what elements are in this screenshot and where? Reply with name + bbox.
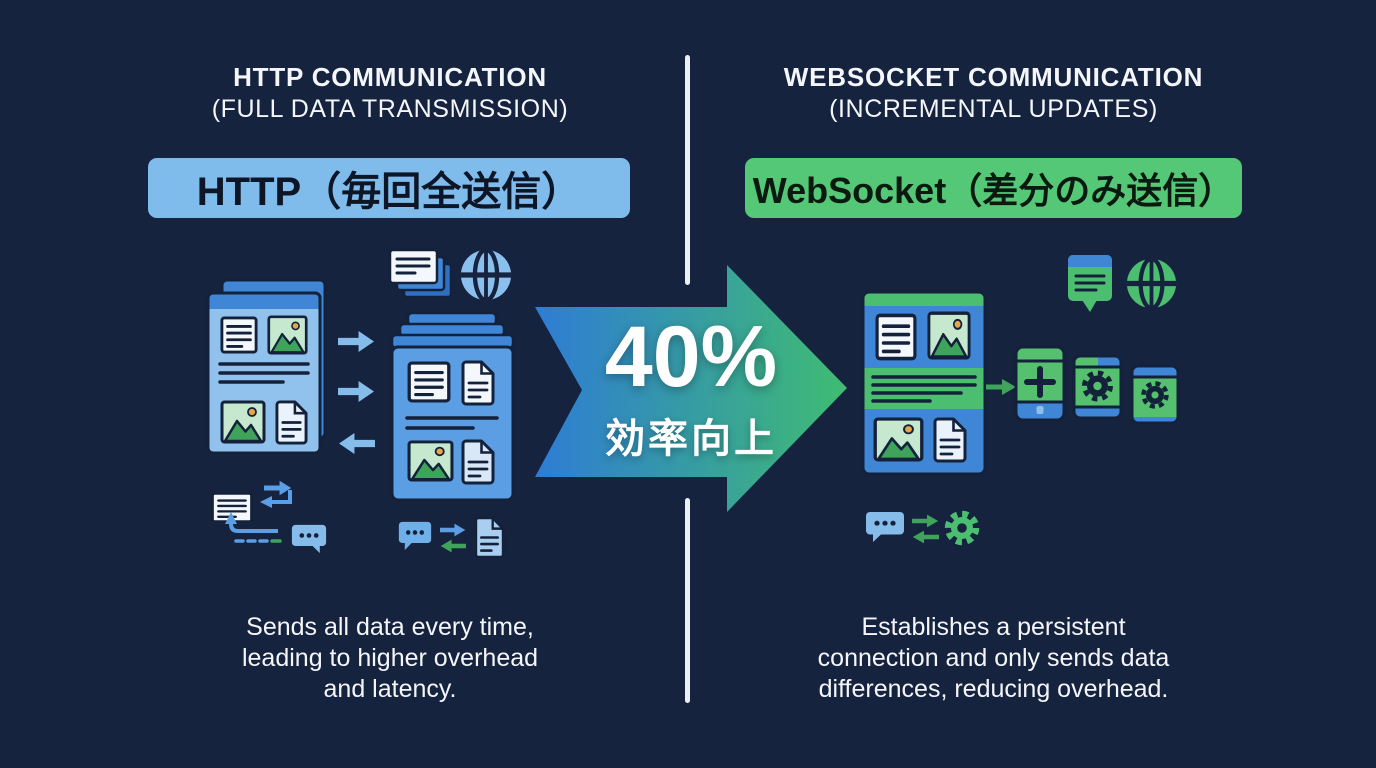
chat-page-icon — [1068, 255, 1112, 312]
right-arrow-icon — [912, 514, 939, 528]
gear-icon — [1082, 370, 1113, 402]
sync-icons-group — [866, 510, 980, 546]
efficiency-arrow — [535, 265, 847, 512]
left-heading-line1: HTTP COMMUNICATION — [233, 62, 547, 92]
websocket-banner-label: WebSocket（差分のみ送信） — [752, 170, 1235, 211]
webpage-card — [206, 278, 327, 455]
chat-bubble-icon — [398, 521, 432, 551]
left-heading-line2: (FULL DATA TRANSMISSION) — [211, 95, 569, 123]
left-caption-line3: and latency. — [323, 675, 457, 703]
left-panel-heading: HTTP COMMUNICATION (FULL DATA TRANSMISSI… — [150, 62, 630, 124]
left-caption: Sends all data every time, leading to hi… — [150, 612, 630, 705]
chat-bubble-icon — [291, 524, 327, 554]
right-heading-line2: (INCREMENTAL UPDATES) — [829, 95, 1158, 123]
exchange-icons-group-2 — [398, 516, 505, 559]
server-stack — [390, 311, 515, 502]
up-arrow-icon — [225, 512, 237, 524]
request-response-arrows — [338, 331, 375, 454]
update-arrow — [986, 379, 1016, 395]
stacked-documents-icon — [388, 248, 453, 299]
left-caption-line1: Sends all data every time, — [246, 613, 534, 641]
http-illustration — [206, 240, 515, 559]
websocket-illustration — [861, 255, 1180, 546]
divider-line-top — [685, 55, 690, 285]
websocket-banner: WebSocket（差分のみ送信） — [745, 158, 1242, 218]
right-arrow-icon — [264, 480, 292, 496]
globe-icon — [461, 250, 511, 300]
right-caption-line3: differences, reducing overhead. — [818, 675, 1169, 703]
right-caption-line2: connection and only sends data — [817, 644, 1170, 672]
http-banner-label: HTTP（毎回全送信） — [196, 170, 582, 214]
device-gear-icon-2 — [1130, 364, 1180, 425]
exchange-icons-group-1 — [210, 480, 327, 554]
left-arrow-icon — [260, 496, 272, 508]
right-arrow-icon — [440, 523, 466, 537]
right-caption-line1: Establishes a persistent — [861, 613, 1126, 641]
chat-bubble-icon — [866, 511, 904, 543]
left-arrow-icon — [440, 539, 466, 553]
gear-icon — [944, 510, 980, 546]
webpage-card — [861, 290, 987, 476]
gear-icon — [1141, 381, 1169, 409]
divider-line-bottom — [685, 498, 690, 703]
device-plus-icon — [1014, 345, 1066, 422]
right-caption: Establishes a persistent connection and … — [745, 612, 1242, 705]
device-gear-icon-1 — [1072, 354, 1123, 420]
right-panel-heading: WEBSOCKET COMMUNICATION (INCREMENTAL UPD… — [745, 62, 1242, 124]
document-icon — [474, 516, 505, 559]
left-caption-line2: leading to higher overhead — [241, 644, 539, 672]
left-arrow-icon — [912, 530, 939, 544]
arrow-shape — [535, 265, 847, 512]
http-banner: HTTP（毎回全送信） — [148, 158, 630, 218]
right-heading-line1: WEBSOCKET COMMUNICATION — [783, 62, 1204, 92]
globe-icon — [1127, 259, 1176, 308]
